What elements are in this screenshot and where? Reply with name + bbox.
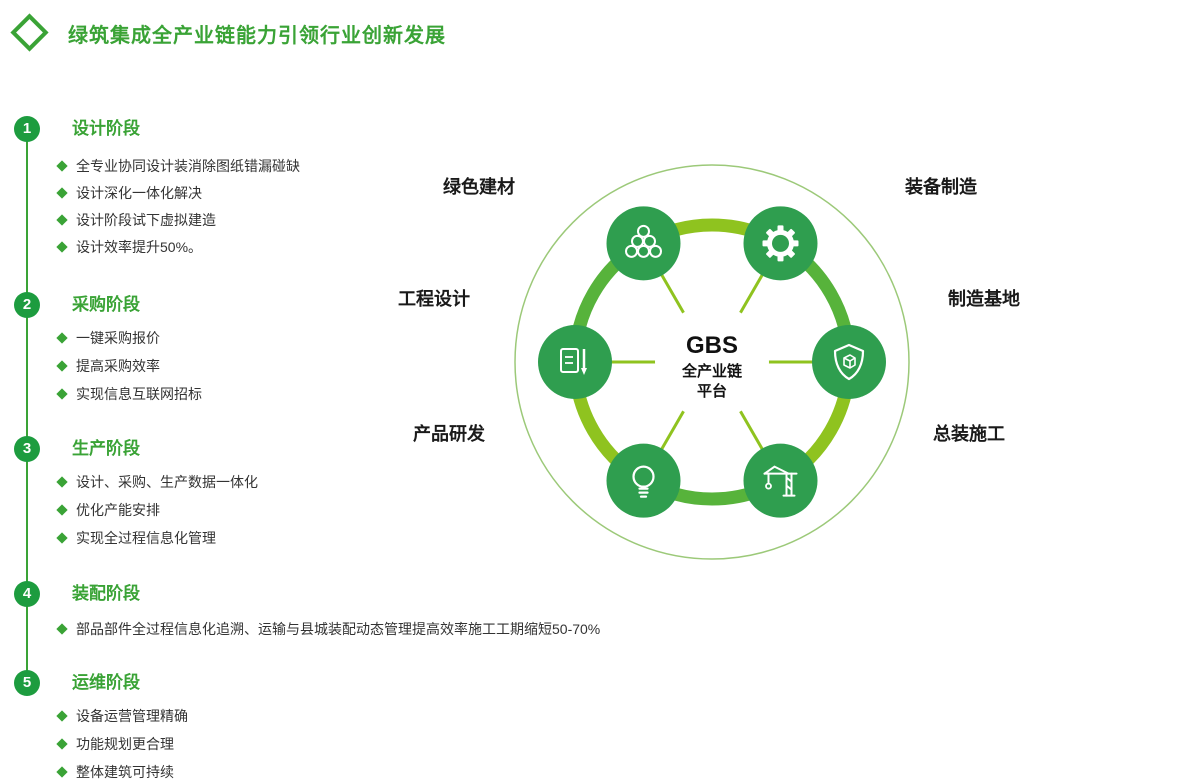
- bullet-text: 全专业协同设计装消除图纸错漏碰缺: [76, 158, 300, 174]
- bullet-text: 设计、采购、生产数据一体化: [76, 474, 258, 490]
- outer-circle: [514, 164, 910, 560]
- stage-number-badge: 4: [14, 581, 40, 607]
- bullet-text: 整体建筑可持续: [76, 764, 174, 780]
- bullet-item: 优化产能安排: [56, 500, 160, 520]
- stage-number-badge: 3: [14, 436, 40, 462]
- node-label-green-materials: 绿色建材: [443, 177, 515, 197]
- diamond-bullet-icon: [56, 476, 68, 488]
- stage-title-assembly: 装配阶段: [72, 584, 140, 603]
- center-title: GBS: [686, 332, 738, 359]
- shield-cube-icon: [833, 343, 865, 381]
- bullet-item: 设计效率提升50%。: [56, 237, 203, 257]
- diamond-bullet-icon: [56, 360, 68, 372]
- diamond-bullet-icon: [56, 532, 68, 544]
- center-subtitle-2: 平台: [697, 382, 727, 400]
- bullet-item: 设计阶段试下虚拟建造: [56, 210, 216, 230]
- bullet-item: 提高采购效率: [56, 356, 160, 376]
- diamond-bullet-icon: [56, 738, 68, 750]
- building-materials-icon: [625, 224, 662, 258]
- diamond-bullet-icon: [56, 388, 68, 400]
- page-title: 绿筑集成全产业链能力引领行业创新发展: [68, 25, 446, 47]
- gear-icon: [762, 225, 799, 262]
- stage-title-operation: 运维阶段: [72, 673, 140, 692]
- diamond-bullet-icon: [56, 504, 68, 516]
- bullet-text: 设计效率提升50%。: [76, 239, 203, 255]
- diamond-bullet-icon: [56, 332, 68, 344]
- diamond-bullet-icon: [56, 241, 68, 253]
- diamond-bullet-icon: [56, 623, 68, 635]
- bullet-item: 设备运营管理精确: [56, 706, 188, 726]
- platform-wheel: GBS 全产业链 平台: [514, 164, 910, 560]
- bullet-item: 整体建筑可持续: [56, 762, 174, 782]
- bullet-item: 一键采购报价: [56, 328, 160, 348]
- lightbulb-icon: [632, 465, 655, 498]
- bullet-item: 实现全过程信息化管理: [56, 528, 216, 548]
- bullet-text: 提高采购效率: [76, 358, 160, 374]
- node-label-product-rd: 产品研发: [413, 424, 485, 444]
- node-circle: [606, 443, 681, 518]
- center-circle: [655, 305, 769, 419]
- stage-number-badge: 2: [14, 292, 40, 318]
- bullet-item: 全专业协同设计装消除图纸错漏碰缺: [56, 156, 300, 176]
- bullet-item: 设计、采购、生产数据一体化: [56, 472, 258, 492]
- bullet-item: 功能规划更合理: [56, 734, 174, 754]
- node-label-engineering: 工程设计: [398, 289, 470, 309]
- node-circle: [812, 325, 886, 399]
- bullet-text: 功能规划更合理: [76, 736, 174, 752]
- bullet-text: 优化产能安排: [76, 502, 160, 518]
- gbs-platform-diagram: GBS 全产业链 平台: [390, 110, 1035, 635]
- bullet-item: 实现信息互联网招标: [56, 384, 202, 404]
- tower-crane-icon: [763, 465, 798, 497]
- bullet-item: 设计深化一体化解决: [56, 183, 202, 203]
- stage-number-badge: 5: [14, 670, 40, 696]
- node-circle: [743, 206, 818, 281]
- bullet-text: 实现信息互联网招标: [76, 386, 202, 402]
- stage-title-production: 生产阶段: [72, 439, 140, 458]
- diamond-bullet-icon: [56, 187, 68, 199]
- bullet-text: 一键采购报价: [76, 330, 160, 346]
- stage-number-badge: 1: [14, 116, 40, 142]
- diamond-bullet-icon: [56, 160, 68, 172]
- diamond-bullet-icon: [56, 214, 68, 226]
- bullet-text: 设计阶段试下虚拟建造: [76, 212, 216, 228]
- node-label-equipment: 装备制造: [905, 177, 977, 197]
- bullet-item: 部品部件全过程信息化追溯、运输与县城装配动态管理提高效率施工工期缩短50-70%: [56, 619, 601, 639]
- node-label-assembly: 总装施工: [933, 424, 1005, 444]
- stage-title-procurement: 采购阶段: [72, 295, 140, 314]
- bullet-text: 设备运营管理精确: [76, 708, 188, 724]
- design-pencil-icon: [560, 348, 587, 375]
- node-circle: [538, 325, 612, 399]
- node-circle: [743, 443, 818, 518]
- node-label-manufacturing: 制造基地: [948, 289, 1020, 309]
- bullet-text: 实现全过程信息化管理: [76, 530, 216, 546]
- node-circles: [538, 206, 886, 518]
- diamond-bullet-icon: [56, 710, 68, 722]
- bullet-text: 设计深化一体化解决: [76, 185, 202, 201]
- center-subtitle: 全产业链: [681, 362, 743, 380]
- bullet-text: 部品部件全过程信息化追溯、运输与县城装配动态管理提高效率施工工期缩短50-70%: [76, 621, 601, 637]
- stage-title-design: 设计阶段: [72, 119, 140, 138]
- timeline-line: [26, 129, 28, 683]
- diamond-bullet-icon: [56, 766, 68, 778]
- diamond-logo-icon: [10, 13, 49, 52]
